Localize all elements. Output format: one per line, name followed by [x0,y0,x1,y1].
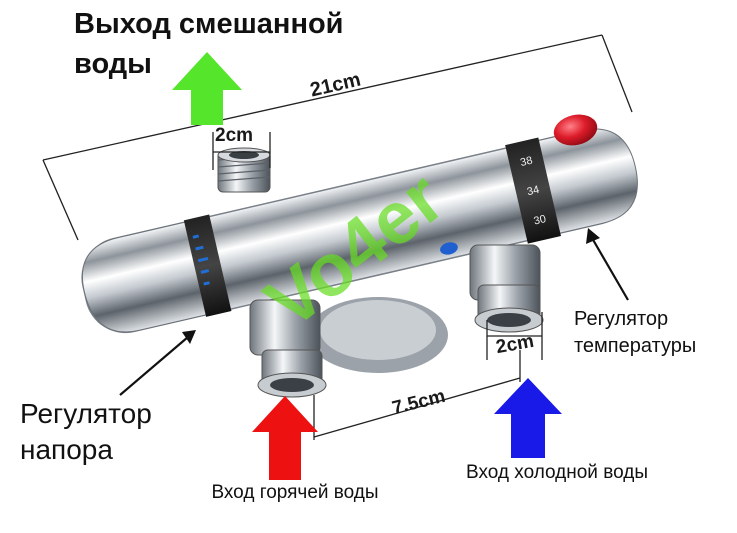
hot-arrow-icon [252,396,318,480]
outlet-dimension [212,132,271,170]
cold-inlet-fitting [469,244,544,333]
pressure-regulator-label: Регулятор напора [20,398,152,465]
mixed-outlet-fitting [217,147,271,193]
mounting-plate [308,297,448,373]
length-dimension [42,34,633,241]
cold-marker-dot [440,242,458,255]
cold-inlet-label: Вход холодной воды [466,462,648,483]
hot-inlet-label: Вход горячей воды [211,482,379,503]
mixed-outlet-label: Выход смешанной воды [74,8,344,80]
mixer-body: 38 34 30 [81,114,638,334]
outlet-width-label: 2cm [215,125,254,146]
outlet-arrow-icon [172,52,242,125]
temperature-scale-ring: 38 34 30 [505,137,561,244]
temp-mark-38: 38 [519,155,534,169]
hot-inlet-fitting [249,299,327,398]
temperature-regulator-label: Регулятор температуры [574,308,697,357]
pressure-pointer-arrow [119,330,196,396]
inlet-dimension [486,312,543,360]
temp-mark-30: 30 [533,213,548,227]
temp-mark-34: 34 [526,184,541,198]
temperature-pointer-arrow [586,228,629,301]
spacing-dimension [313,350,521,440]
cold-arrow-icon [494,378,562,458]
red-knob-icon [553,114,598,146]
pressure-scale-ring [183,214,232,317]
